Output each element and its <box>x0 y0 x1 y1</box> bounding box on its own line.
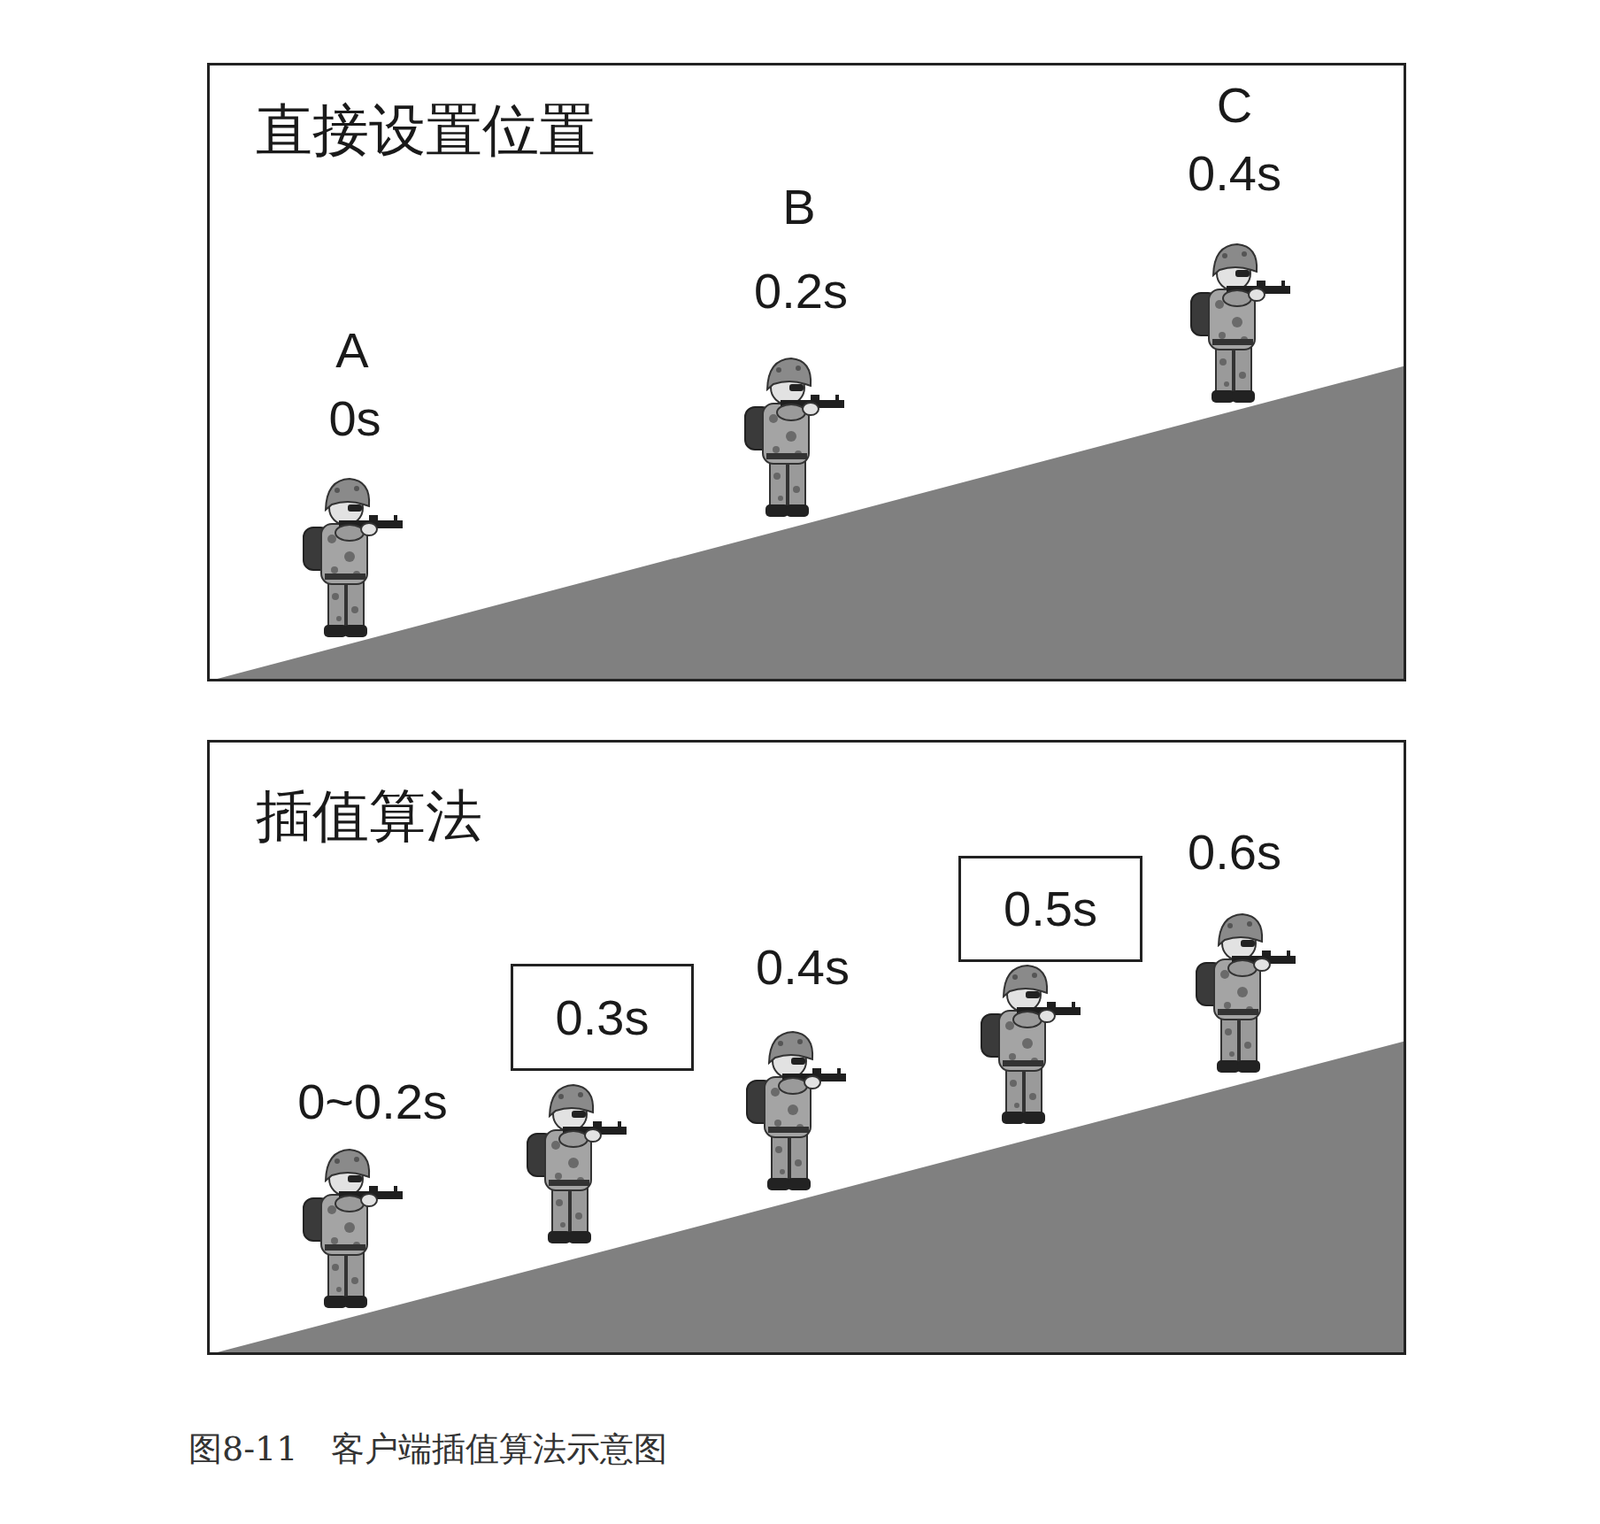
soldier-figure <box>303 478 403 638</box>
time-label: 0.4s <box>755 942 850 993</box>
time-label: 0.4s <box>1187 148 1282 199</box>
soldier-figure <box>303 1149 403 1308</box>
point-label: A <box>335 325 369 376</box>
soldier-figure <box>745 358 845 517</box>
time-value: 0.3s <box>555 992 650 1043</box>
point-label: C <box>1216 80 1253 131</box>
soldier-figure <box>981 965 1081 1124</box>
panel-title: 插值算法 <box>255 787 483 845</box>
time-box: 0.3s <box>510 963 694 1071</box>
time-value: 0.5s <box>1003 884 1098 934</box>
figure-caption: 图8-11 客户端插值算法示意图 <box>188 1431 668 1466</box>
soldier-figure <box>746 1031 847 1191</box>
time-label: 0s <box>328 393 381 444</box>
time-label: 0~0.2s <box>297 1076 448 1127</box>
time-label: 0.6s <box>1187 827 1282 877</box>
soldier-figure <box>1196 914 1296 1073</box>
time-label: 0.2s <box>753 266 848 316</box>
soldier-figure <box>527 1084 627 1244</box>
point-label: B <box>782 182 816 232</box>
panel-title: 直接设置位置 <box>255 101 596 159</box>
soldier-figure <box>1191 244 1291 403</box>
time-box: 0.5s <box>958 855 1143 962</box>
